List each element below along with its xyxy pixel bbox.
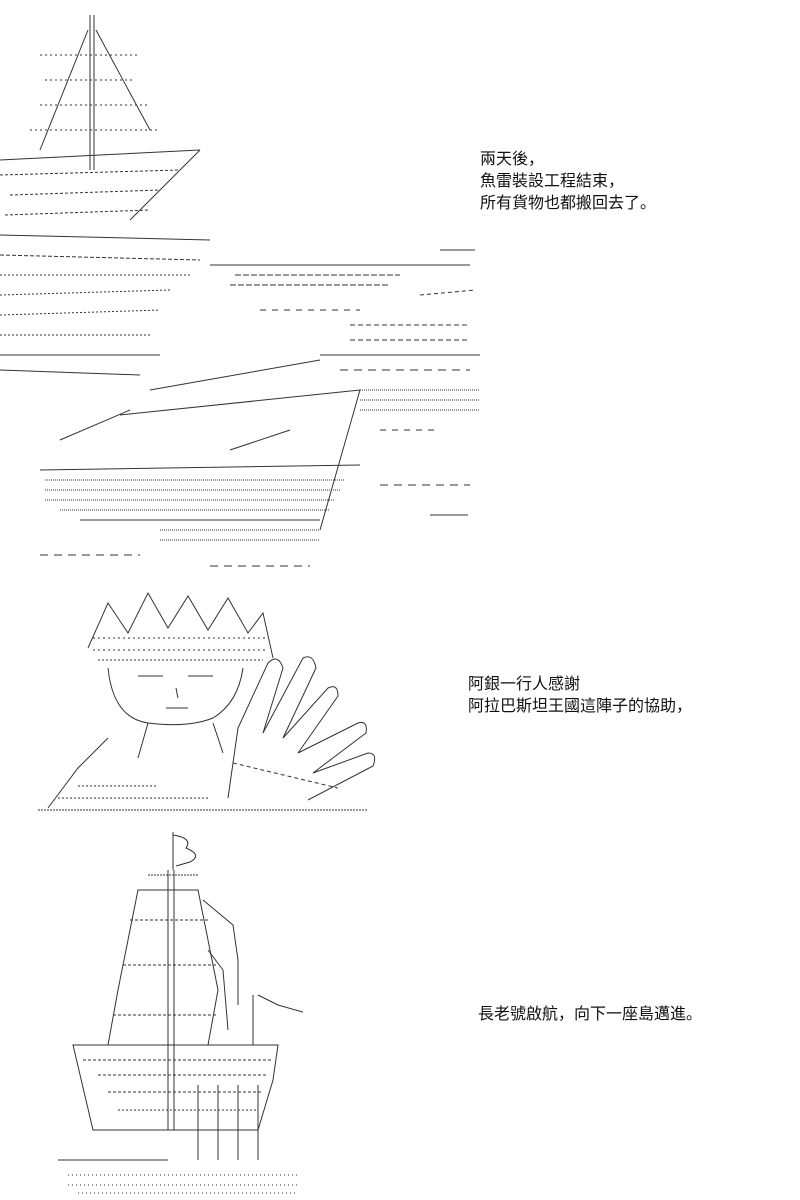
ship-harbor-ascii-art — [0, 10, 480, 570]
caption-line: 阿銀一行人感謝 — [468, 674, 581, 693]
caption-panel-3: 長老號啟航，向下一座島邁進。 — [478, 1003, 702, 1025]
caption-line: 兩天後， — [480, 149, 545, 168]
caption-line: 魚雷裝設工程結束， — [480, 171, 625, 190]
caption-panel-1: 兩天後， 魚雷裝設工程結束， 所有貨物也都搬回去了。 — [480, 148, 656, 214]
caption-line: 長老號啟航，向下一座島邁進。 — [478, 1004, 703, 1023]
caption-panel-2: 阿銀一行人感謝 阿拉巴斯坦王國這陣子的協助， — [468, 673, 692, 717]
sailing-ship-ascii-art — [58, 830, 303, 1195]
caption-line: 阿拉巴斯坦王國這陣子的協助， — [468, 696, 693, 715]
waving-character-ascii-art — [38, 588, 383, 816]
caption-line: 所有貨物也都搬回去了。 — [480, 193, 657, 212]
